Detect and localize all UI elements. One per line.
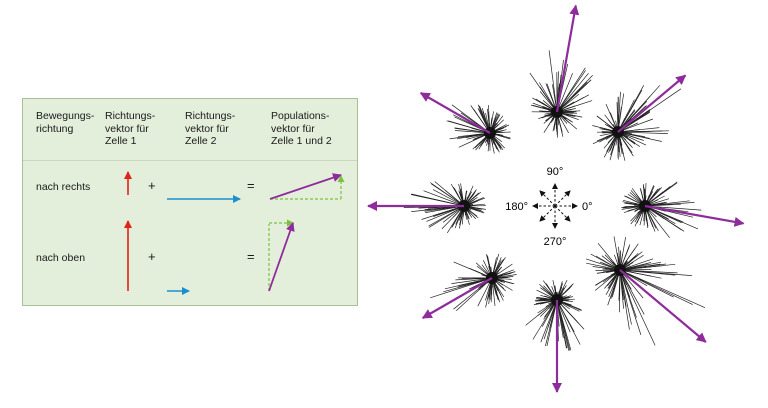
spike-line	[556, 299, 568, 349]
compass-label-90: 90°	[547, 166, 564, 178]
spike-line	[607, 269, 621, 306]
population-vector-arrow	[421, 277, 493, 319]
spike-line	[556, 82, 588, 113]
spike-line	[619, 269, 693, 305]
cluster-north	[529, 4, 593, 138]
population-arrow-row2	[268, 222, 295, 292]
spike-line	[423, 190, 465, 207]
spike-line	[619, 269, 632, 325]
spike-line	[617, 93, 625, 133]
cluster-northwest	[419, 92, 511, 154]
table-vector-arrows	[124, 171, 345, 295]
spike-line	[644, 205, 684, 223]
compass-label-180: 180°	[505, 201, 528, 213]
equals-sign-row2: =	[247, 249, 255, 264]
neuron-tuning-diagram: 90° 270° 0° 180°	[367, 4, 745, 393]
cluster-northeast	[592, 74, 687, 161]
spike-line	[619, 269, 656, 346]
compass-label-0: 0°	[582, 201, 593, 213]
population-arrow-row1	[269, 173, 342, 200]
spike-line	[540, 299, 558, 343]
spike-line	[619, 269, 678, 274]
spike-line	[453, 261, 493, 279]
spike-line	[428, 205, 465, 228]
spike-line	[443, 277, 493, 293]
spike-line	[644, 202, 695, 207]
spike-line	[556, 67, 586, 113]
header-divider	[23, 160, 357, 161]
header-cell2-vector: Richtungs- vektor für Zelle 2	[185, 110, 236, 147]
compass-label-270: 270°	[544, 236, 567, 248]
header-population-vector: Populations- vektor für Zelle 1 und 2	[271, 110, 332, 147]
row-label-up: nach oben	[36, 252, 86, 264]
spike-line	[619, 261, 662, 271]
population-vector-arrow	[419, 92, 491, 134]
spike-line	[619, 263, 667, 271]
spike-line	[431, 183, 465, 207]
plus-sign-row2: +	[148, 249, 156, 264]
spike-line	[617, 85, 661, 133]
cluster-east	[621, 181, 745, 239]
compass-rose: 90° 270° 0° 180°	[505, 166, 592, 248]
spike-line	[556, 299, 575, 333]
cluster-southwest	[421, 253, 517, 319]
header-cell1-vector: Richtungs- vektor für Zelle 1	[105, 110, 156, 147]
spike-line	[619, 269, 706, 309]
spike-line	[644, 205, 670, 239]
spike-line	[617, 99, 637, 133]
header-direction: Bewegungs- richtung	[36, 110, 95, 135]
spike-line	[556, 73, 573, 113]
population-vector-arrow	[617, 74, 687, 133]
row-label-right: nach rechts	[36, 181, 91, 193]
spike-line	[619, 269, 644, 299]
spike-line	[410, 194, 465, 207]
spike-line	[453, 277, 493, 310]
direction-clusters	[367, 4, 745, 393]
population-vector-arrow	[644, 204, 745, 227]
spike-line	[556, 72, 589, 113]
plus-sign-row1: +	[148, 178, 156, 193]
population-vector-arrow	[619, 269, 707, 343]
spike-line	[644, 205, 682, 231]
spike-line	[617, 131, 668, 134]
spike-line	[548, 50, 558, 113]
spike-line	[446, 120, 491, 134]
spike-line	[529, 72, 558, 113]
spike-line	[619, 269, 621, 313]
spike-line	[617, 118, 654, 133]
equals-sign-row1: =	[247, 178, 255, 193]
spike-line	[617, 130, 663, 133]
cluster-south	[525, 279, 585, 393]
spike-line	[556, 299, 585, 330]
spike-line	[451, 277, 493, 284]
cluster-west	[367, 181, 487, 234]
spike-line	[426, 205, 465, 222]
population-vector-arrow	[555, 4, 580, 113]
population-vector-table: Bewegungs- richtung Richtungs- vektor fü…	[22, 98, 358, 306]
cluster-southeast	[585, 236, 707, 346]
spike-line	[556, 299, 572, 351]
